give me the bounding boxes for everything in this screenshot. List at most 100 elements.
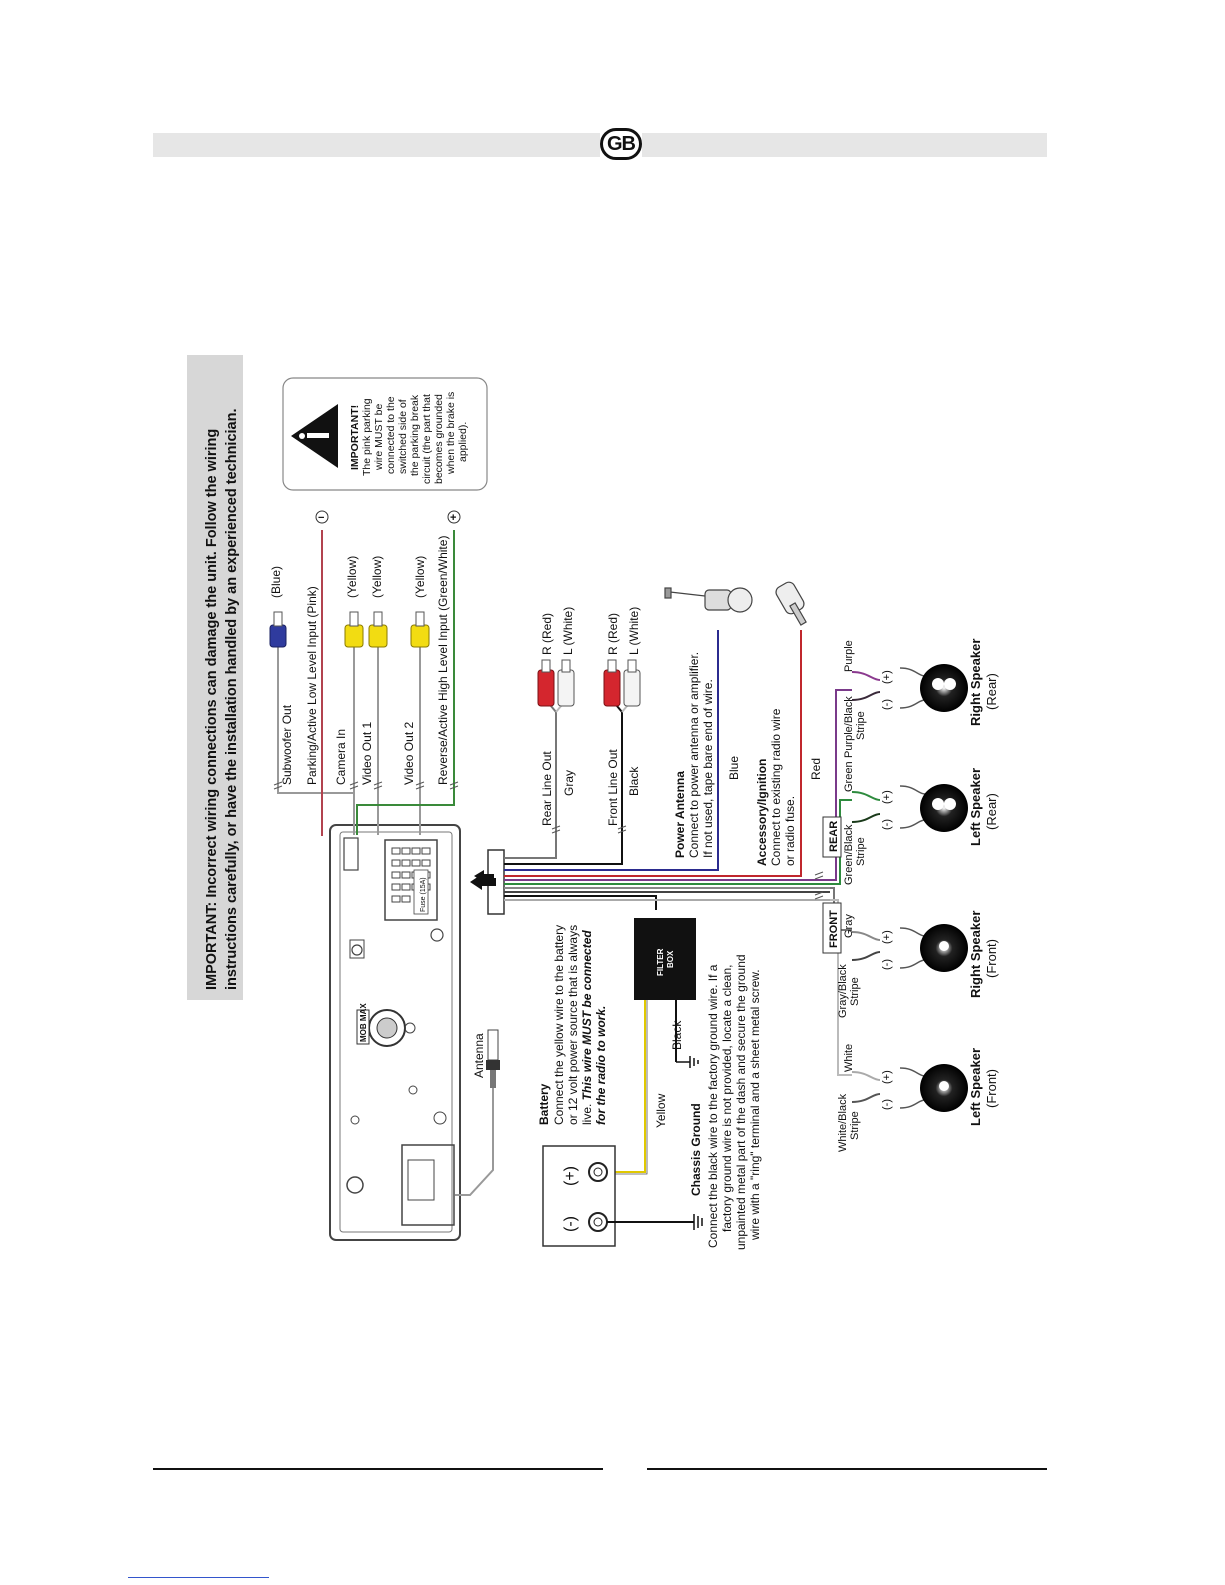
reverse-label: Reverse/Active High Level Input (Green/W… xyxy=(436,536,450,785)
front-r-label: R (Red) xyxy=(606,613,620,655)
video-out-1-color-label: (Yellow) xyxy=(370,556,384,598)
rca-plug-front-white xyxy=(623,659,641,707)
header-bar-left xyxy=(153,133,600,157)
antenna-label: Antenna xyxy=(472,1033,486,1078)
left-rear-pos: (Rear) xyxy=(984,793,999,830)
accessory-title: Accessory/Ignition xyxy=(755,759,769,866)
right-front-wire-pos: Gray xyxy=(843,914,855,938)
front-tag: FRONT xyxy=(828,910,840,948)
battery-box xyxy=(542,1145,616,1247)
warning-line: switched side of xyxy=(397,399,409,474)
speaker-left-rear xyxy=(851,784,968,832)
chassis-ground-icon xyxy=(693,1214,703,1230)
rear-l-label: L (White) xyxy=(561,607,575,655)
accessory-line2: or radio fuse. xyxy=(783,796,797,866)
antenna-plug-icon xyxy=(486,1029,500,1088)
battery-line2: or 12 volt power source that is always xyxy=(566,925,580,1125)
right-front-plus: (+) xyxy=(881,930,893,944)
warning-line: circuit (the part that xyxy=(421,394,433,484)
right-rear-name: Right Speaker xyxy=(968,639,983,726)
right-rear-minus: (-) xyxy=(881,699,893,710)
left-rear-plus: (+) xyxy=(881,790,893,804)
front-line-wire-label: Black xyxy=(627,766,641,796)
rear-r-label: R (Red) xyxy=(540,613,554,655)
left-rear-wire-pos: Green xyxy=(843,761,855,792)
warning-exclamation-dot xyxy=(299,433,305,439)
reverse-terminal-symbol: + xyxy=(450,512,456,524)
filter-ground-icon xyxy=(676,1056,699,1068)
head-unit: Fuse (15A) MOB MAX xyxy=(329,824,461,1241)
right-front-minus: (-) xyxy=(881,959,893,970)
chassis-line3: unpainted metal part of the dash and sec… xyxy=(734,954,748,1250)
front-l-label: L (White) xyxy=(627,607,641,655)
rca-plug-video-out-1 xyxy=(368,611,388,648)
rca-plug-rear-white xyxy=(557,659,575,707)
accessory-line1: Connect to existing radio wire xyxy=(769,708,783,866)
video-out-1-label: Video Out 1 xyxy=(360,722,374,785)
left-front-name: Left Speaker xyxy=(968,1048,983,1126)
filter-wire-label: Black xyxy=(670,1020,684,1050)
left-front-wire-neg2: Stripe xyxy=(849,1111,861,1140)
left-rear-minus: (-) xyxy=(881,819,893,830)
footer-line-right xyxy=(647,1468,1047,1470)
car-key-icon xyxy=(775,581,807,626)
warning-exclamation-bar xyxy=(307,433,329,438)
right-rear-plus: (+) xyxy=(881,670,893,684)
warning-line: applied). xyxy=(457,422,469,462)
parking-terminal-symbol: − xyxy=(318,512,324,524)
left-front-wire-neg1: White/Black xyxy=(837,1093,849,1152)
warning-title: IMPORTANT! xyxy=(349,405,361,470)
left-front-minus: (-) xyxy=(881,1099,893,1110)
warning-line: The pink parking xyxy=(361,398,373,476)
language-badge-label: GB xyxy=(607,132,636,155)
right-front-wire-neg1: Gray/Black xyxy=(837,964,849,1018)
battery-line1: Connect the yellow wire to the battery xyxy=(552,925,566,1125)
header-bar-right xyxy=(642,133,1047,157)
filter-box-label2: BOX xyxy=(666,950,675,968)
chassis-line1: Connect the black wire to the factory gr… xyxy=(706,964,720,1248)
speaker-left-front xyxy=(851,1064,968,1112)
chassis-ground-title: Chassis Ground xyxy=(689,1103,703,1196)
important-banner-line1: IMPORTANT: Incorrect wiring connections … xyxy=(204,429,220,990)
power-antenna-line1: Connect to power antenna or amplifier. xyxy=(687,652,701,858)
rca-plug-video-out-2 xyxy=(410,611,430,648)
important-banner-line2: instructions carefully, or have the inst… xyxy=(224,409,240,991)
fuse-label: Fuse (15A) xyxy=(420,877,427,912)
speaker-icon xyxy=(920,784,968,832)
rear-tag-box xyxy=(822,816,842,858)
rca-plug-rear-red xyxy=(537,659,555,707)
subwoofer-color-label: (Blue) xyxy=(269,566,283,598)
battery-line3-emphasis: This wire MUST be connected xyxy=(580,930,594,1101)
rear-line-out-label: Rear Line Out xyxy=(540,751,554,826)
warning-text: IMPORTANT! The pink parking wire MUST be… xyxy=(349,392,469,484)
right-rear-wire-neg2: Stripe xyxy=(855,711,867,740)
right-front-wire-neg2: Stripe xyxy=(849,977,861,1006)
left-front-plus: (+) xyxy=(881,1070,893,1084)
video-out-2-color-label: (Yellow) xyxy=(413,556,427,598)
battery-line3-normal: live. xyxy=(580,1100,594,1125)
warning-line: when the brake is xyxy=(445,392,457,475)
rca-plug-front-red xyxy=(603,659,621,707)
rear-tag: REAR xyxy=(828,821,840,852)
reverse-terminal-plus-icon xyxy=(447,510,461,524)
right-front-pos: (Front) xyxy=(984,939,999,978)
left-rear-wire-neg1: Green/Black xyxy=(843,824,855,885)
rca-plug-subwoofer xyxy=(269,611,287,648)
front-tag-box xyxy=(822,902,842,954)
warning-line: becomes grounded xyxy=(433,394,445,484)
chassis-line4: wire with a "ring" terminal and a sheet … xyxy=(748,969,762,1241)
right-front-name: Right Speaker xyxy=(968,911,983,998)
language-badge: GB xyxy=(600,128,642,160)
footer-link-underline xyxy=(128,1577,269,1578)
power-antenna-wire-label: Blue xyxy=(727,756,741,780)
parking-terminal-minus-icon xyxy=(315,510,329,524)
knob-label: MOB MAX xyxy=(359,1003,368,1042)
rca-plug-camera-in xyxy=(344,611,364,648)
right-rear-wire-neg1: Purple/Black xyxy=(843,696,855,758)
battery-line4: for the radio to work. xyxy=(594,1006,608,1125)
camera-in-label: Camera In xyxy=(334,729,348,785)
right-rear-wire-pos: Purple xyxy=(843,640,855,672)
power-antenna-title: Power Antenna xyxy=(673,771,687,858)
filter-box-label1: FILTER xyxy=(656,948,665,976)
